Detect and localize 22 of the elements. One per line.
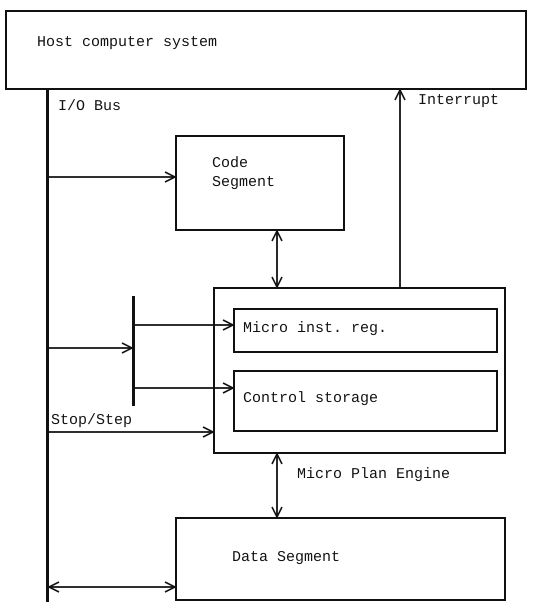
block-label: Data Segment [232, 549, 342, 568]
block-box [233, 308, 498, 353]
arrow [394, 89, 406, 287]
arrow [49, 426, 214, 438]
block-label: Control storage [243, 390, 380, 409]
arrow [49, 171, 176, 183]
block-box [5, 10, 527, 90]
block-box [175, 517, 506, 601]
block-label: Micro inst. reg. [243, 320, 388, 339]
arrow [271, 230, 283, 288]
arrow [48, 581, 176, 593]
caption-label: Micro Plan Engine [297, 466, 450, 485]
block-label: Host computer system [37, 34, 218, 53]
block-label: Code Segment [212, 155, 276, 192]
caption-label: I/O Bus [58, 98, 122, 117]
block-box [233, 370, 498, 432]
junction-bar [132, 296, 135, 406]
arrow [49, 342, 133, 354]
block-box [175, 135, 345, 231]
arrow [135, 382, 234, 394]
arrow [271, 453, 283, 518]
arrow [135, 319, 234, 331]
